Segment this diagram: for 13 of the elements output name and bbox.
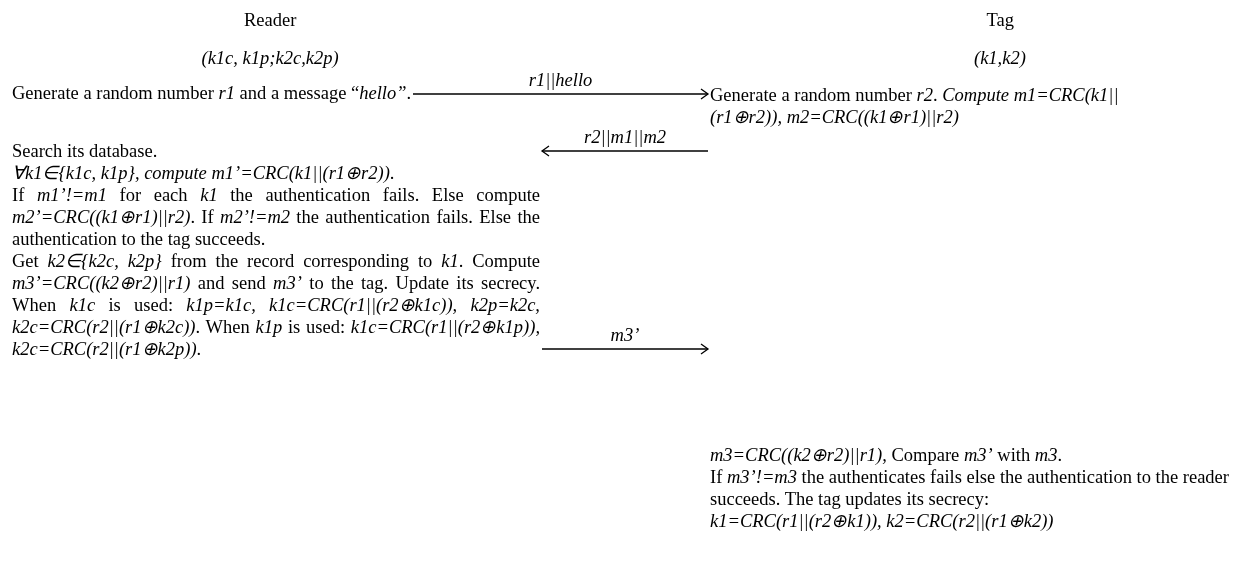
column-heading: Reader (244, 10, 297, 31)
key-set-text: (k1,k2) (974, 48, 1026, 69)
arrow (541, 343, 709, 355)
step-text: Generate a random number r1 and a message “hello”. (12, 82, 412, 104)
arrow (541, 145, 709, 157)
key-set-text: (k1c, k1p;k2c,k2p) (201, 48, 339, 69)
column-heading: Tag (986, 10, 1014, 31)
edge-label: r1||hello (526, 70, 595, 91)
step-text: Generate a random number r2. Compute m1=CRC(k1||(r1⊕r2)), m2=CRC((k1⊕r1)||r2) (710, 84, 1140, 128)
step-text: m3=CRC((k2⊕r2)||r1), Compare m3’ with m3. If m3’!=m3 the authenticates fails else the authentication to the reader succeeds. The tag updates its secrecy: k1=CRC(r1||(r2⊕k1)), k2=CRC(r2||(r1⊕k2)) (710, 444, 1245, 532)
edge-label: r2||m1||m2 (582, 127, 668, 148)
arrow (412, 88, 709, 100)
step-text: Search its database. ∀k1∈{k1c, k1p}, compute m1’=CRC(k1||(r1⊕r2)). If m1’!=m1 for each k1 the authentication fails. Else compute m2’=CRC((k1⊕r1)||r2). If m2’!=m2 the authentication fails. Else the authentication to the tag succeeds. Get k2∈{k2c, k2p} from the record corresponding to k1. Compute m3’=CRC((k2⊕r2)||r1) and send m3’ to the tag. Update its secrecy. When k1c is used: k1p=k1c, k1c=CRC(r1||(r2⊕k1c)), k2p=k2c, k2c=CRC(r2||(r1⊕k2c)). When k1p is used: k1c=CRC(r1||(r2⊕k1p)), k2c=CRC(r2||(r1⊕k2p)). (12, 140, 540, 360)
